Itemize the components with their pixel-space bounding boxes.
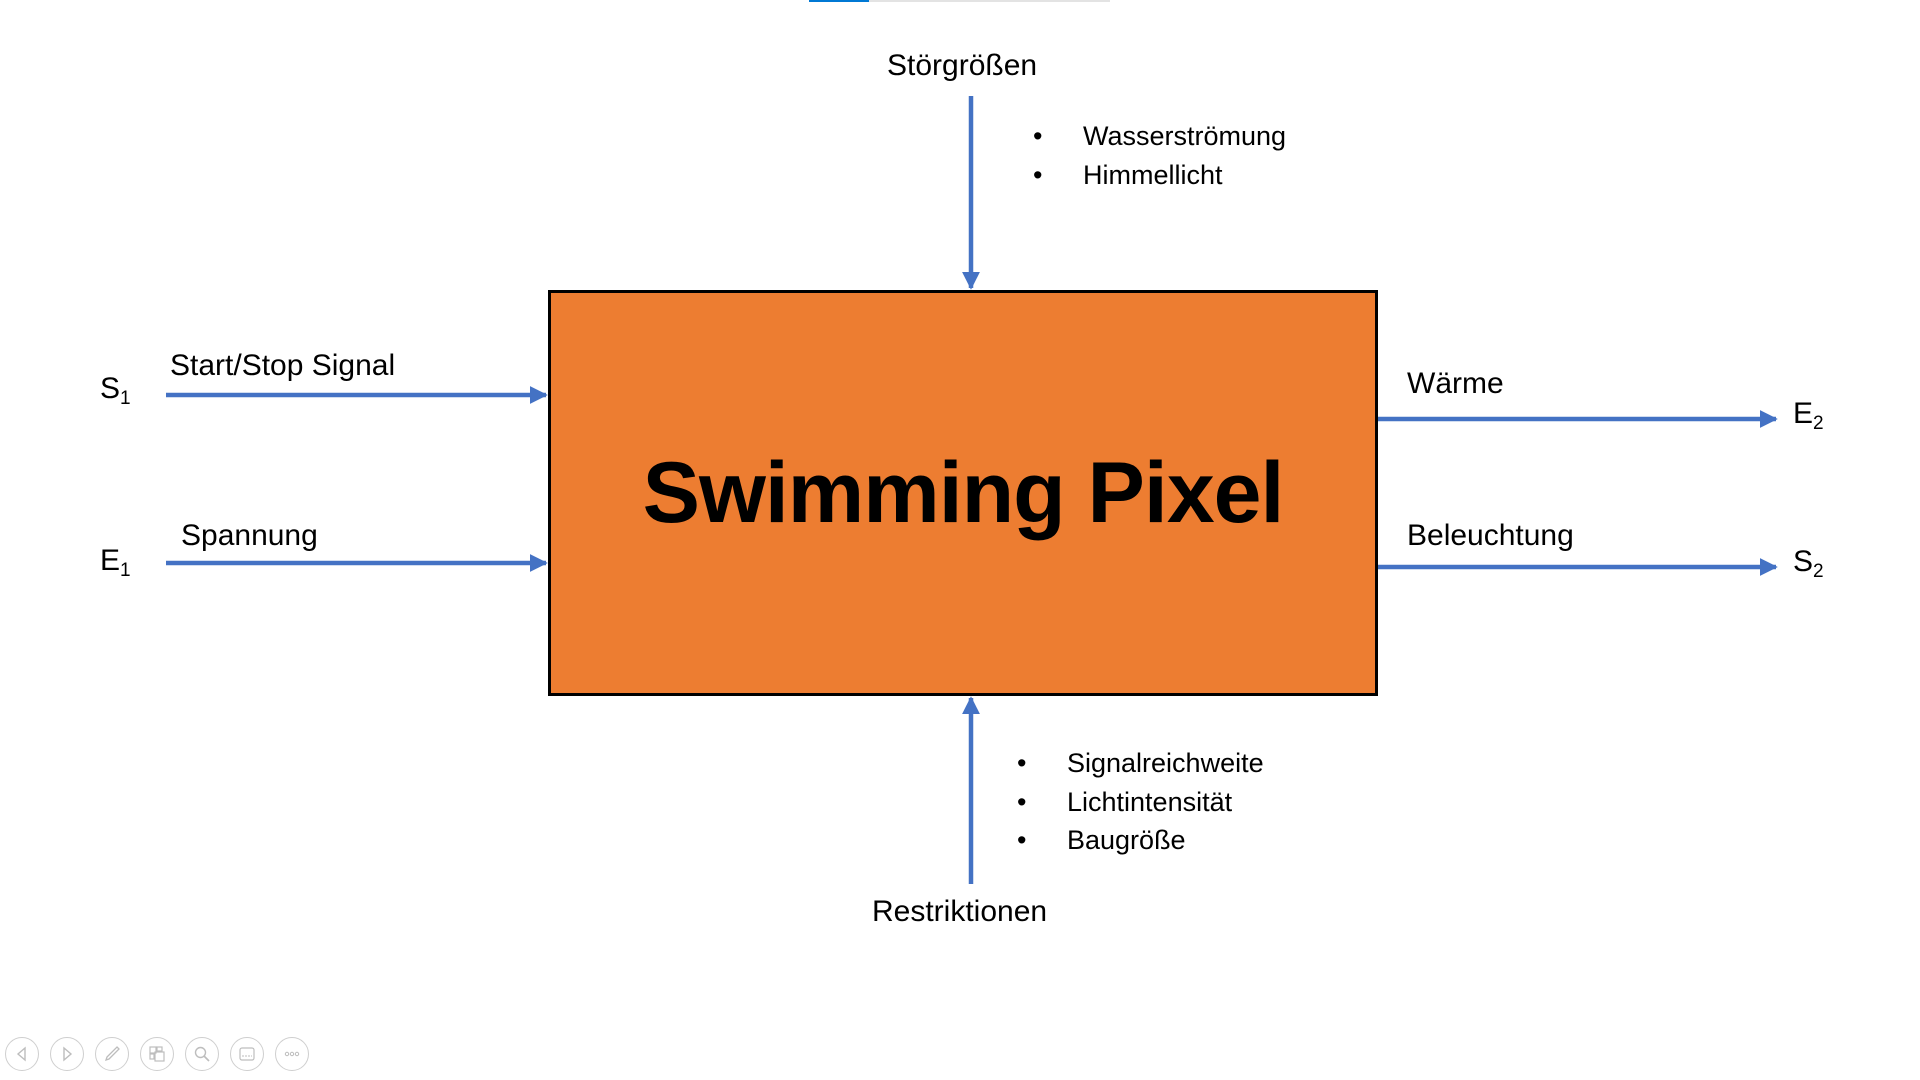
output-label-beleuchtung: Beleuchtung <box>1407 519 1574 552</box>
previous-slide-button[interactable] <box>5 1037 39 1071</box>
output-symbol-e2: E2 <box>1793 396 1824 442</box>
slides-icon <box>149 1046 165 1062</box>
restrictions-list: Signalreichweite Lichtintensität Baugröß… <box>1017 744 1264 860</box>
symbol-index: 1 <box>120 388 131 409</box>
system-title: Swimming Pixel <box>642 445 1285 541</box>
slide-progress-bar <box>809 0 1110 2</box>
disturbances-list: Wasserströmung Himmellicht <box>1033 117 1286 194</box>
pen-button[interactable] <box>95 1037 129 1071</box>
more-icon <box>284 1051 300 1057</box>
list-item: Baugröße <box>1017 821 1264 860</box>
next-slide-button[interactable] <box>50 1037 84 1071</box>
subtitles-button[interactable] <box>230 1037 264 1071</box>
next-icon <box>63 1046 73 1062</box>
output-symbol-s2: S2 <box>1793 544 1824 590</box>
list-item: Lichtintensität <box>1017 783 1264 822</box>
input-label-start-stop: Start/Stop Signal <box>170 349 396 382</box>
restrictions-label: Restriktionen <box>872 895 1048 928</box>
previous-icon <box>16 1046 26 1062</box>
presentation-toolbar <box>5 1037 309 1071</box>
symbol-index: 1 <box>120 560 131 581</box>
symbol-letter: S <box>100 372 121 405</box>
symbol-letter: E <box>100 544 121 577</box>
slide-progress-fill <box>809 0 870 2</box>
input-symbol-e1: E1 <box>100 543 131 589</box>
input-label-spannung: Spannung <box>181 519 318 552</box>
zoom-button[interactable] <box>185 1037 219 1071</box>
subtitles-icon <box>239 1047 255 1061</box>
pen-icon <box>104 1046 120 1062</box>
see-all-slides-button[interactable] <box>140 1037 174 1071</box>
input-symbol-s1: S1 <box>100 371 131 417</box>
zoom-icon <box>194 1046 210 1062</box>
symbol-index: 2 <box>1813 561 1824 582</box>
list-item: Himmellicht <box>1033 156 1286 195</box>
symbol-letter: E <box>1793 397 1814 430</box>
symbol-index: 2 <box>1813 413 1824 434</box>
symbol-letter: S <box>1793 545 1814 578</box>
disturbances-label: Störgrößen <box>887 49 1038 82</box>
list-item: Wasserströmung <box>1033 117 1286 156</box>
system-box: Swimming Pixel <box>548 290 1378 696</box>
output-label-waerme: Wärme <box>1407 367 1504 400</box>
more-options-button[interactable] <box>275 1037 309 1071</box>
list-item: Signalreichweite <box>1017 744 1264 783</box>
